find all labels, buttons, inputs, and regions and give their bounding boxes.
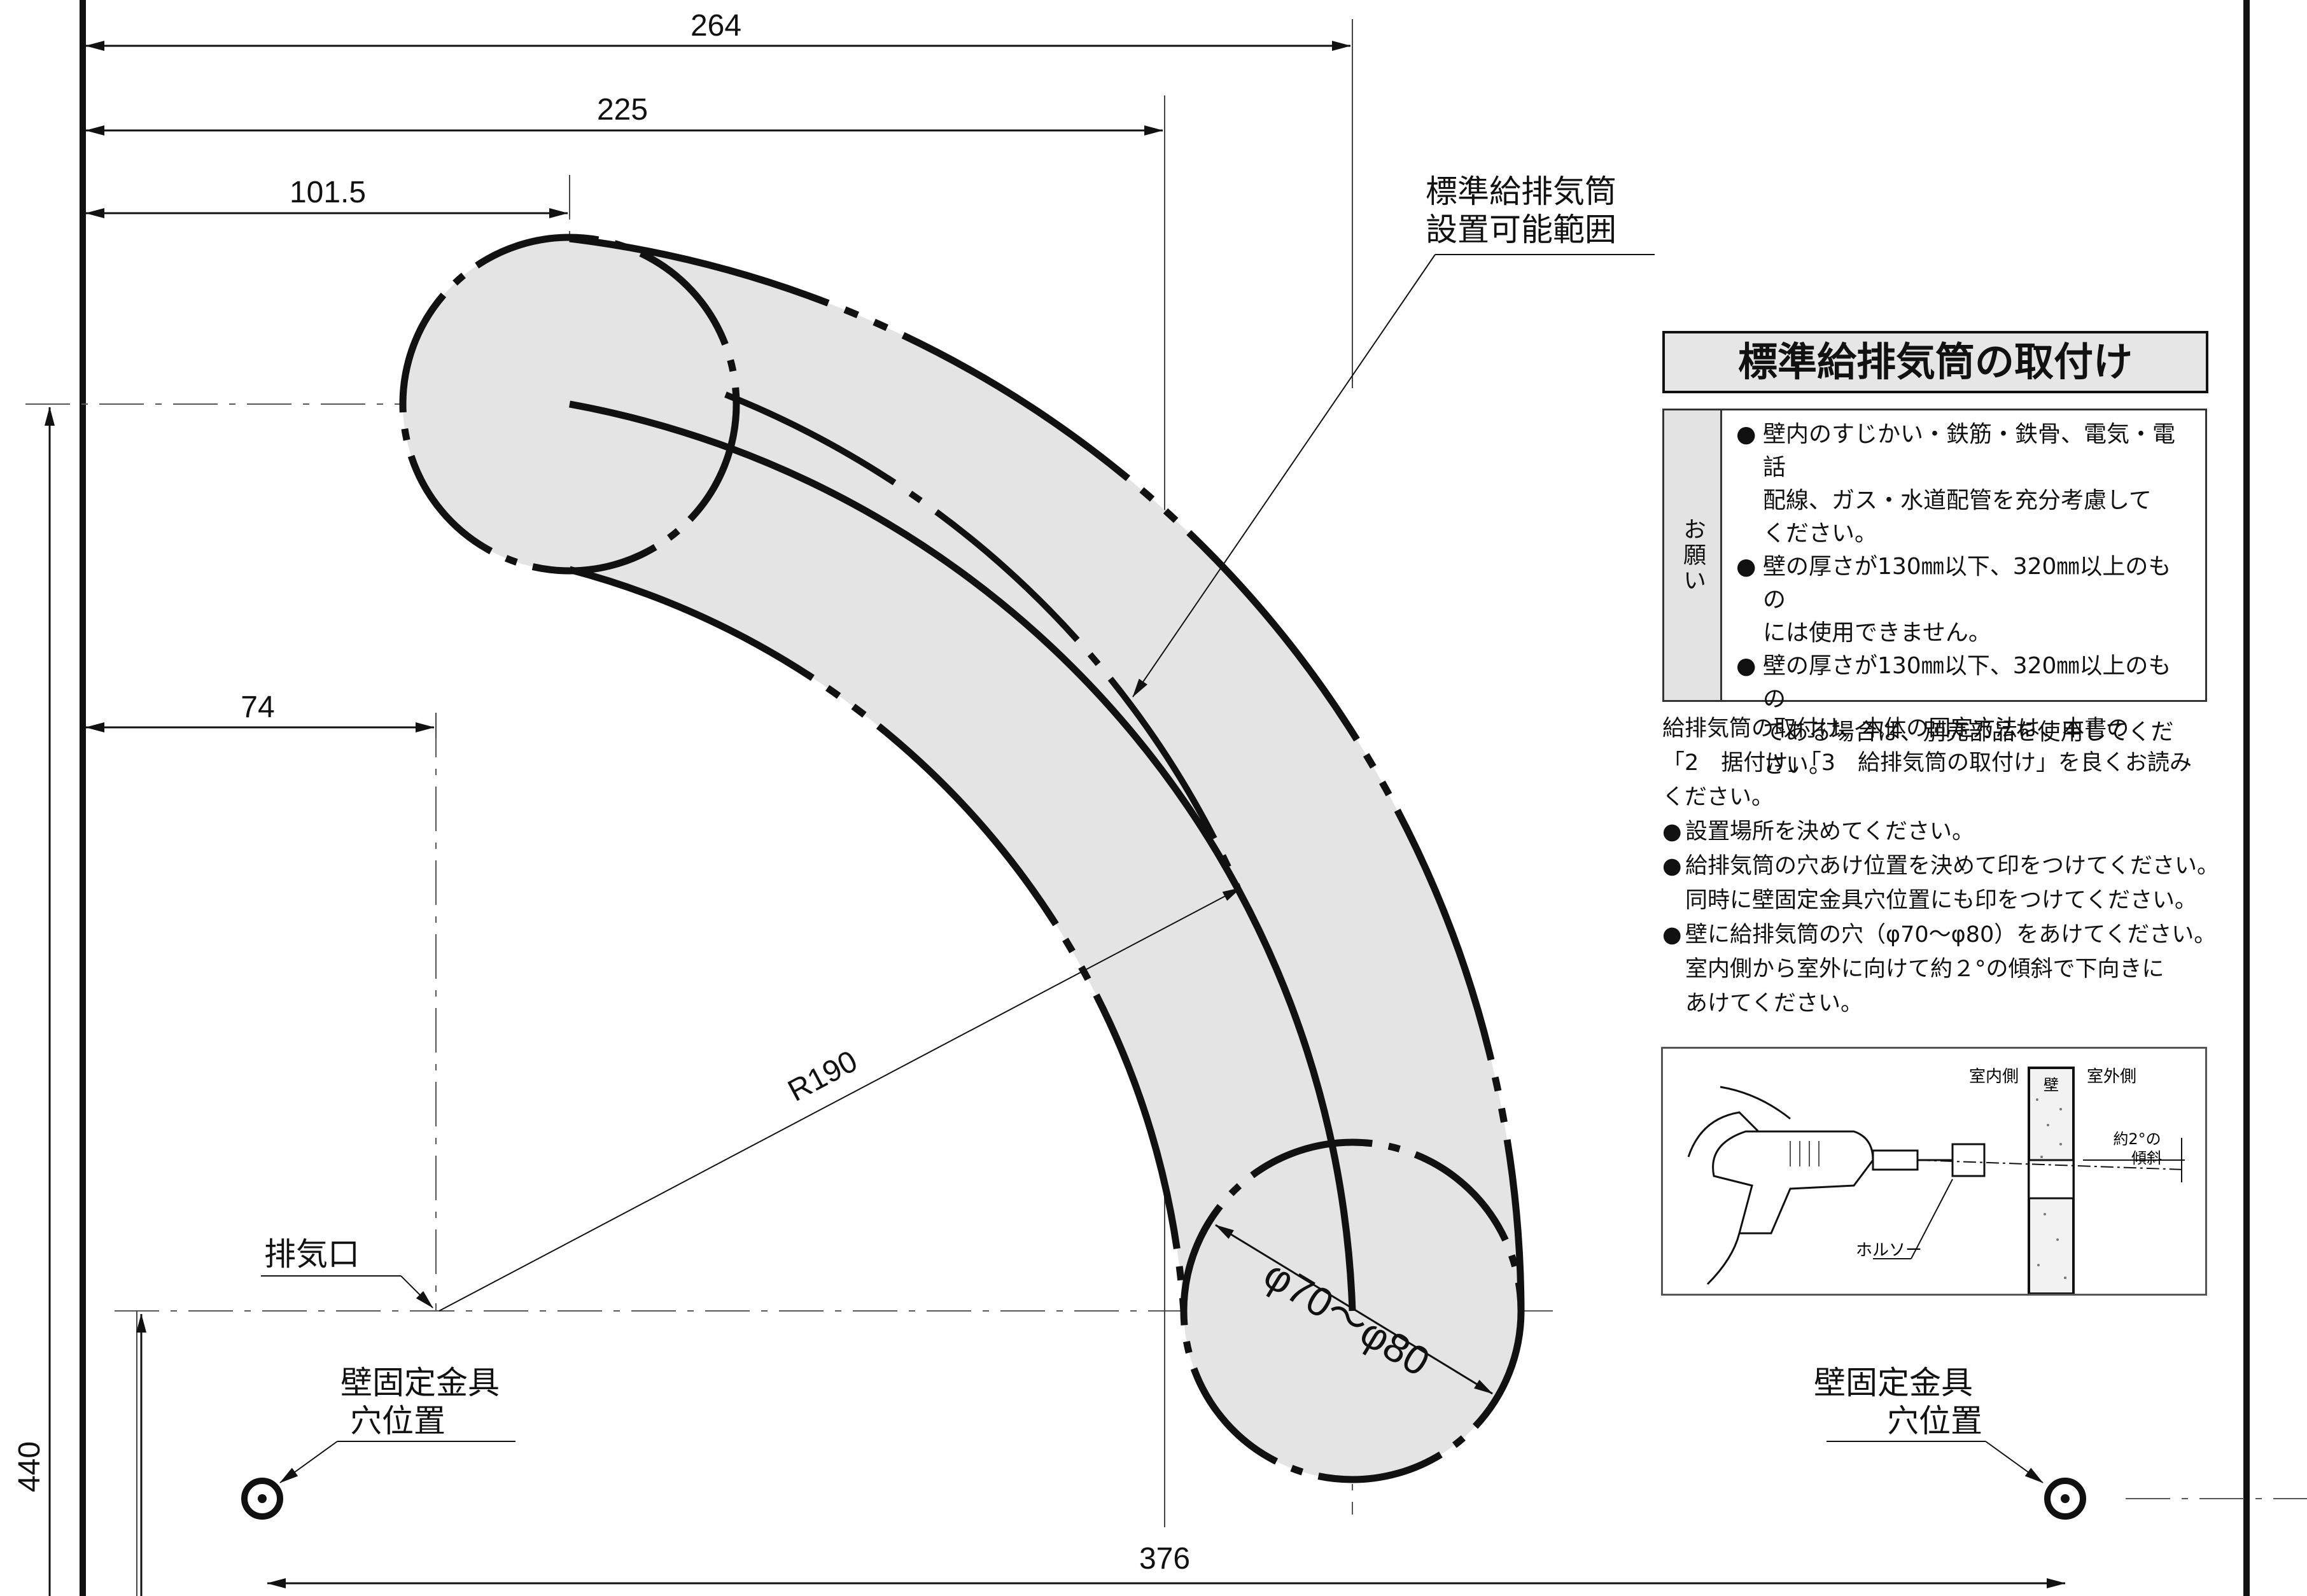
holesaw-leader xyxy=(1911,1179,1953,1259)
bracket-left-line1: 壁固定金具 xyxy=(340,1364,500,1401)
dim-101-5: 101.5 xyxy=(290,176,366,209)
request-label-cell: お願い xyxy=(1664,410,1722,700)
range-label-line2: 設置可能範囲 xyxy=(1426,211,1616,248)
step-item: ● 設置場所を決めてください。 xyxy=(1662,815,2229,849)
range-label-line1: 標準給排気筒 xyxy=(1426,173,1616,210)
intro-line: ください。 xyxy=(1662,785,1774,810)
holesaw-label: ホルソー xyxy=(1856,1241,1922,1260)
dim-440: 440 xyxy=(13,1441,46,1492)
drilling-illustration: 室内側 壁 室外側 約2°の 傾斜 ホルソー xyxy=(1687,1067,2185,1294)
note-item: ● 壁内のすじかい・鉄筋・鉄骨、電気・電話 配線、ガス・水道配管を充分考慮して … xyxy=(1736,418,2191,550)
dim-264: 264 xyxy=(691,9,741,43)
intro-line: 「2 据付け」「3 給排気筒の取付け」を良くお読み xyxy=(1662,750,2192,776)
bracket-right-line1: 壁固定金具 xyxy=(1814,1364,1973,1401)
drill-icon xyxy=(1687,1086,1986,1285)
step-item: ● 給排気筒の穴あけ位置を決めて印をつけてください。 同時に壁固定金具穴位置にも… xyxy=(1662,849,2229,918)
notes-box: お願い ● 壁内のすじかい・鉄筋・鉄骨、電気・電話 配線、ガス・水道配管を充分考… xyxy=(1662,409,2207,778)
bullet-icon: ● xyxy=(1736,653,1757,679)
bullet-icon: ● xyxy=(1736,554,1757,580)
bracket-left-line2: 穴位置 xyxy=(350,1403,445,1439)
outer-boundary-arc xyxy=(569,235,1525,1312)
upper-inner-arc xyxy=(724,391,1241,890)
note-item: ● 壁の厚さが130㎜以下、320㎜以上のもの である場合は、別売部品を使用して… xyxy=(1736,650,2191,782)
bullet-icon: ● xyxy=(1662,853,1682,879)
drilling-figure: 室内側 壁 室外側 約2°の 傾斜 ホルソー xyxy=(1661,1047,2207,1296)
dimension-lines xyxy=(45,41,2066,1596)
request-label: お願い xyxy=(1679,517,1706,594)
radius-label: R190 xyxy=(783,1044,863,1109)
instructions: 給排気筒の取付け、本体の固定方法は、本書の 「2 据付け」「3 給排気筒の取付け… xyxy=(1662,711,2229,1021)
outdoor-label: 室外側 xyxy=(2087,1067,2136,1086)
intro-line: 給排気筒の取付け、本体の固定方法は、本書の xyxy=(1662,716,2129,741)
centerline-arc xyxy=(569,400,1356,1312)
dim-74: 74 xyxy=(241,690,274,724)
inner-boundary-arc xyxy=(568,566,1188,1312)
bullet-icon: ● xyxy=(1662,922,1682,948)
bullet-icon: ● xyxy=(1736,421,1757,447)
bracket-hole-right xyxy=(2044,1478,2086,1520)
exhaust-label: 排気口 xyxy=(264,1236,360,1273)
bottom-circle xyxy=(1180,1138,1525,1483)
drill-axis xyxy=(1917,1159,2185,1170)
wall-hole xyxy=(2028,1159,2075,1200)
dim-376: 376 xyxy=(1139,1542,1190,1576)
bullet-icon: ● xyxy=(1662,819,1682,844)
wall-label: 壁 xyxy=(2044,1076,2059,1094)
step-item: ● 壁に給排気筒の穴（φ70〜φ80）をあけてください。 室内側から室外に向けて… xyxy=(1662,918,2229,1021)
slope-label-1: 約2°の xyxy=(2113,1130,2161,1148)
top-circle xyxy=(399,234,740,575)
pipe-range-band xyxy=(570,239,1521,1311)
panel-title: 標準給排気筒の取付け xyxy=(1662,331,2208,393)
bracket-hole-left xyxy=(241,1478,283,1520)
slope-label-2: 傾斜 xyxy=(2131,1149,2162,1167)
indoor-label: 室内側 xyxy=(1969,1067,2019,1086)
dim-225: 225 xyxy=(597,93,648,127)
notes-list: ● 壁内のすじかい・鉄筋・鉄骨、電気・電話 配線、ガス・水道配管を充分考慮して … xyxy=(1722,410,2205,778)
bracket-right-line2: 穴位置 xyxy=(1887,1403,1982,1439)
drill-vents xyxy=(1790,1141,1820,1166)
note-item: ● 壁の厚さが130㎜以下、320㎜以上のもの には使用できません。 xyxy=(1736,550,2191,650)
